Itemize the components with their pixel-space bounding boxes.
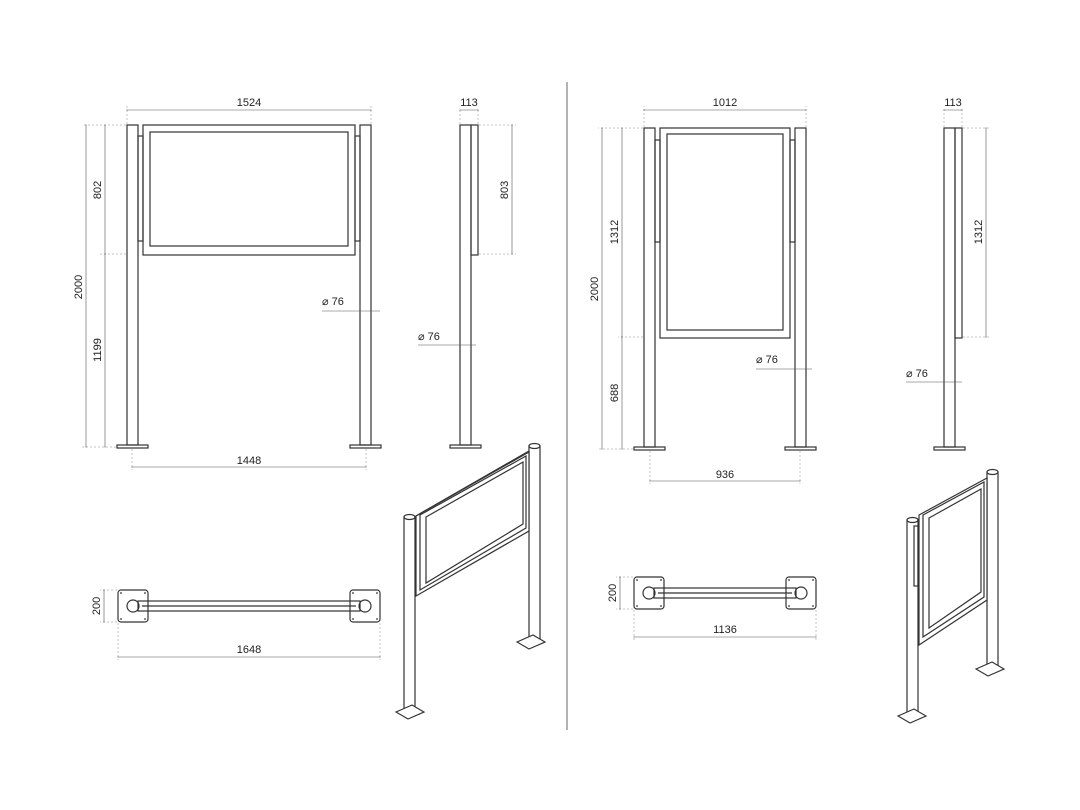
right-side-view: 113 1312 ⌀ 76 (906, 97, 990, 451)
right-side-depth: 113 (944, 97, 962, 109)
left-plan-view: 200 1648 (91, 589, 381, 660)
left-front-post-height: 1199 (92, 338, 104, 362)
right-front-view: 1012 2000 1312 688 ⌀ 76 936 (589, 97, 817, 484)
left-plan-base-depth: 200 (91, 597, 103, 615)
left-isometric-view (394, 442, 547, 720)
left-front-view: 1524 2000 802 1199 ⌀ 76 1448 (73, 97, 382, 470)
right-front-post-spacing: 936 (716, 469, 734, 481)
right-front-overall-width: 1012 (713, 97, 737, 109)
right-side-panel-height: 1312 (973, 220, 985, 244)
right-isometric-view (896, 468, 1006, 724)
left-side-depth: 113 (460, 97, 478, 109)
left-side-view: 113 803 ⌀ 76 (418, 97, 516, 449)
left-front-overall-width: 1524 (237, 97, 261, 109)
right-plan-base-depth: 200 (607, 584, 619, 602)
left-side-panel-height: 803 (499, 181, 511, 199)
right-front-total-height: 2000 (589, 277, 601, 301)
right-side-post-diameter: ⌀ 76 (906, 368, 928, 380)
right-front-post-diameter: ⌀ 76 (756, 354, 778, 366)
left-plan-overall-length: 1648 (237, 644, 261, 656)
right-front-post-height: 688 (609, 384, 621, 402)
left-front-total-height: 2000 (73, 275, 85, 299)
left-side-post-diameter: ⌀ 76 (418, 331, 440, 343)
left-front-post-spacing: 1448 (237, 455, 261, 467)
right-plan-view: 200 1136 (607, 576, 817, 640)
left-front-panel-height: 802 (92, 181, 104, 199)
right-plan-overall-length: 1136 (713, 624, 737, 636)
right-front-panel-height: 1312 (609, 220, 621, 244)
left-front-post-diameter: ⌀ 76 (322, 296, 344, 308)
